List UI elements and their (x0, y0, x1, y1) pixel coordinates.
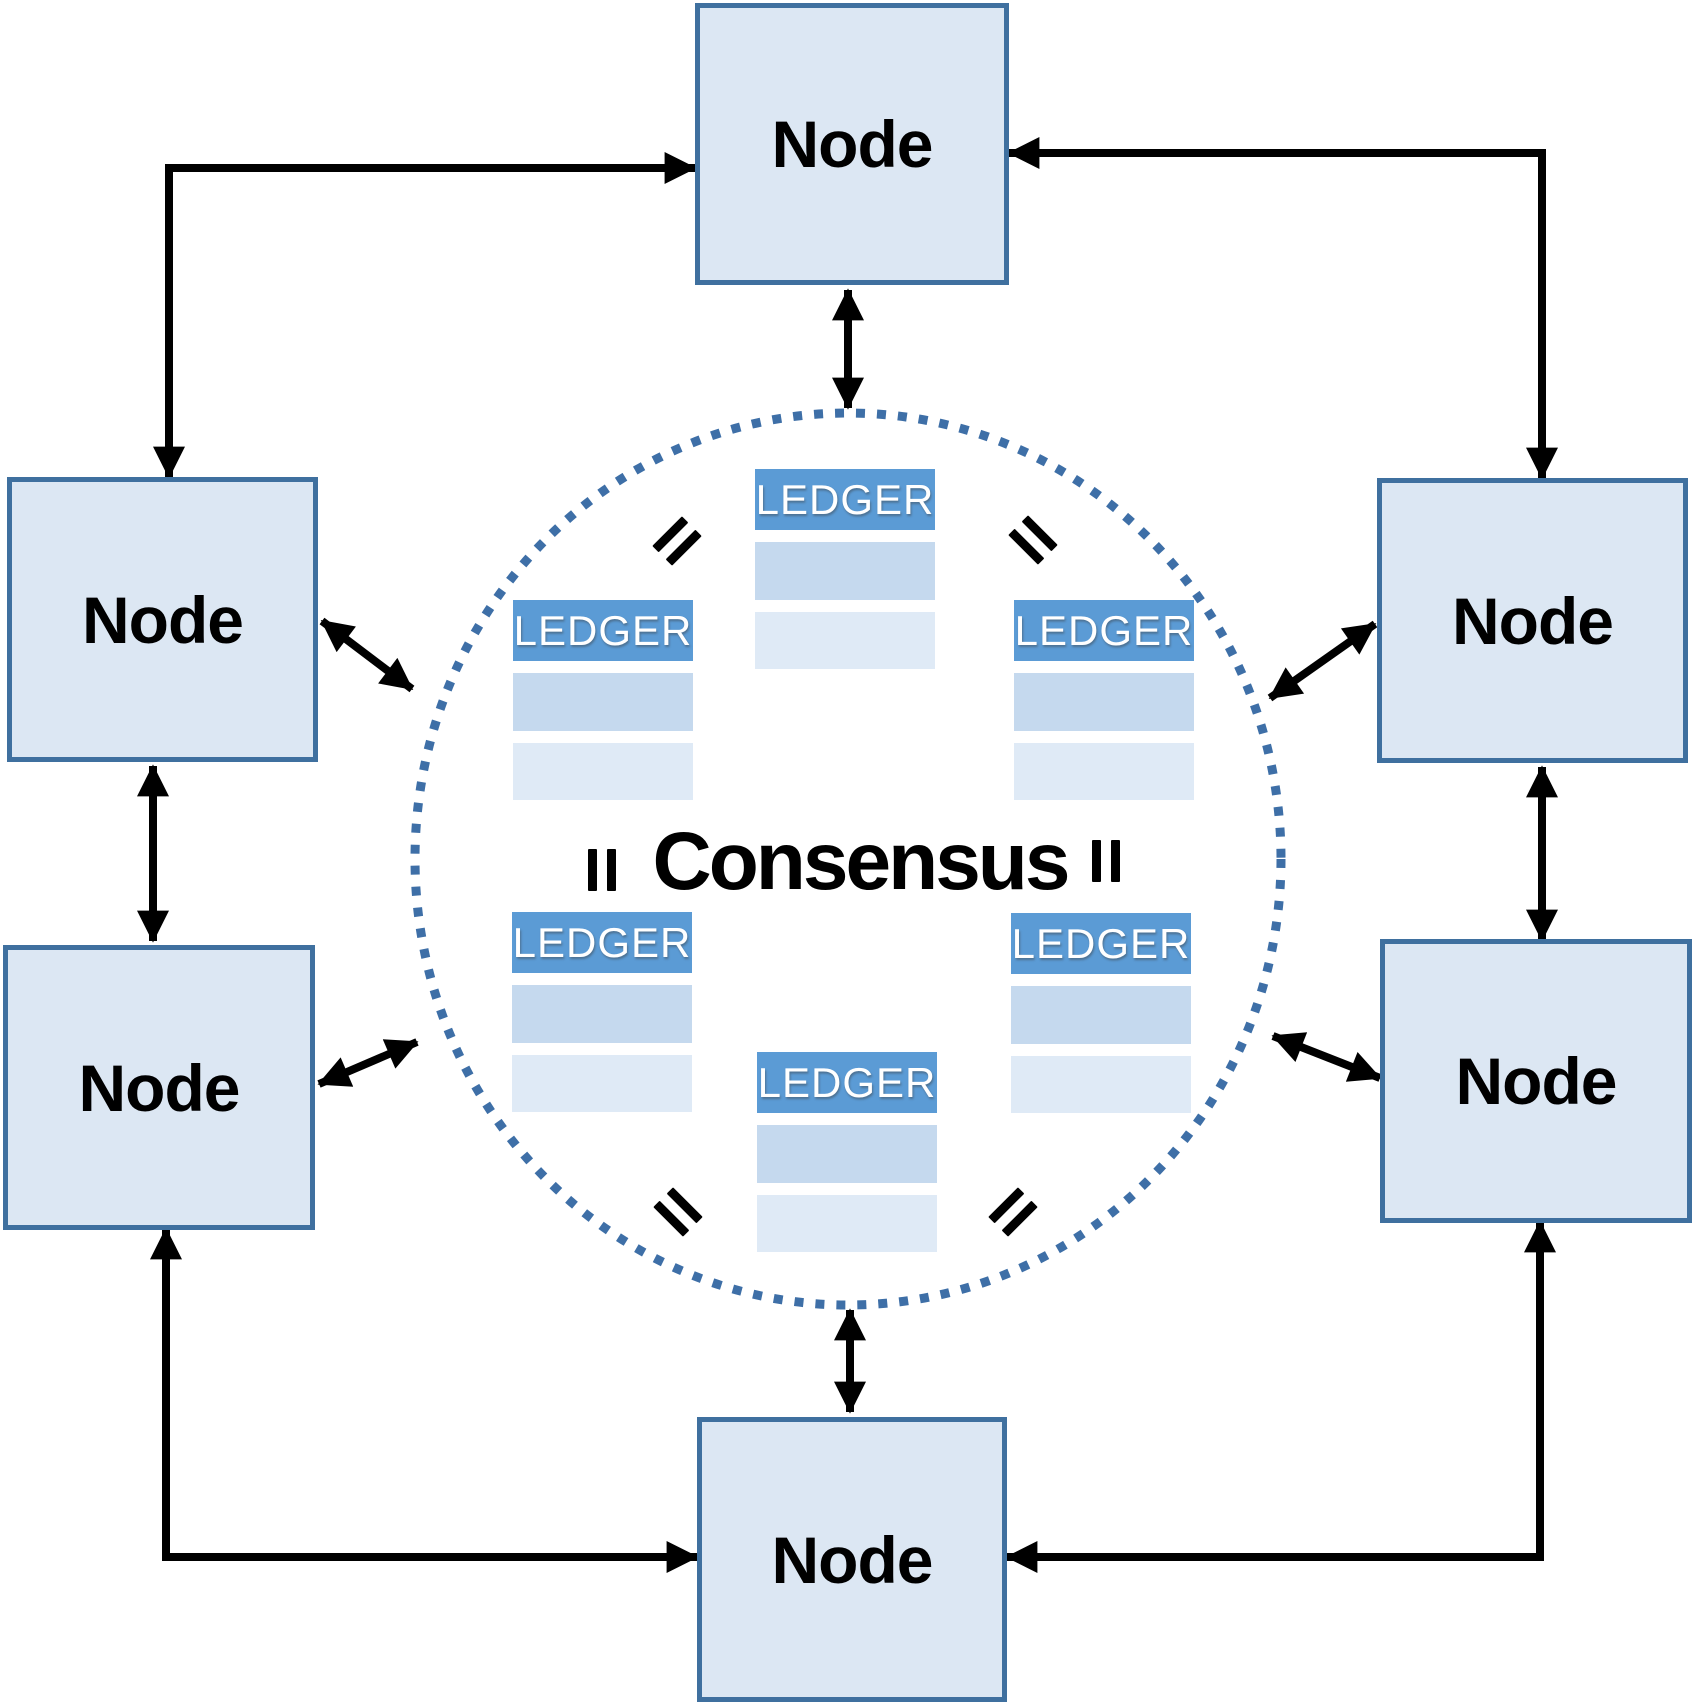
ledger-bottom: LEDGER (757, 1052, 937, 1252)
node-box-left-upper: Node (7, 477, 318, 762)
ledger-lower-left: LEDGER (512, 912, 692, 1112)
arrow-rightupper-diagonal (1267, 620, 1378, 702)
arrow-bottomright-l (1005, 1220, 1556, 1573)
ledger-row (757, 1125, 937, 1183)
ledger-row (1011, 1056, 1191, 1113)
ledger-row (755, 542, 935, 600)
arrow-leftupper-diagonal (319, 617, 415, 693)
equals-icon-middle-right (1092, 840, 1120, 882)
ledger-row (513, 743, 693, 800)
ledger-top: LEDGER (755, 469, 935, 669)
equals-icon-middle-left (588, 849, 616, 891)
node-label: Node (82, 582, 244, 657)
ledger-row (1011, 986, 1191, 1044)
arrow-topleft-l (153, 152, 697, 479)
ledger-header: LEDGER (1011, 913, 1191, 974)
node-box-top: Node (695, 3, 1009, 285)
node-label: Node (1452, 583, 1614, 658)
node-box-right-lower: Node (1380, 939, 1692, 1223)
ledger-header: LEDGER (755, 469, 935, 530)
node-label: Node (78, 1050, 241, 1125)
node-label: Node (771, 1522, 934, 1597)
ledger-header: LEDGER (512, 912, 692, 973)
ledger-row (512, 985, 692, 1043)
node-box-right-upper: Node (1377, 478, 1688, 763)
arrow-topright-l (1007, 137, 1558, 480)
consensus-label: Consensus (652, 816, 1071, 907)
ledger-header: LEDGER (757, 1052, 937, 1113)
node-label: Node (1455, 1044, 1618, 1118)
node-label: Node (771, 107, 934, 181)
arrow-leftlower-diagonal (317, 1038, 419, 1088)
ledger-row (755, 612, 935, 669)
ledger-upper-left: LEDGER (513, 600, 693, 800)
ledger-header: LEDGER (513, 600, 693, 661)
ledger-row (513, 673, 693, 731)
node-box-bottom: Node (697, 1417, 1007, 1702)
arrow-rightlower-diagonal (1271, 1032, 1382, 1082)
ledger-row (757, 1195, 937, 1252)
ledger-row (1014, 673, 1194, 731)
ledger-header: LEDGER (1014, 600, 1194, 661)
arrow-bottomleft-l (150, 1227, 699, 1573)
ledger-row (1014, 743, 1194, 800)
ledger-lower-right: LEDGER (1011, 913, 1191, 1113)
consensus-dotted-circle (410, 408, 1286, 1310)
ledger-upper-right: LEDGER (1014, 600, 1194, 800)
node-box-left-lower: Node (3, 945, 315, 1230)
ledger-row (512, 1055, 692, 1112)
